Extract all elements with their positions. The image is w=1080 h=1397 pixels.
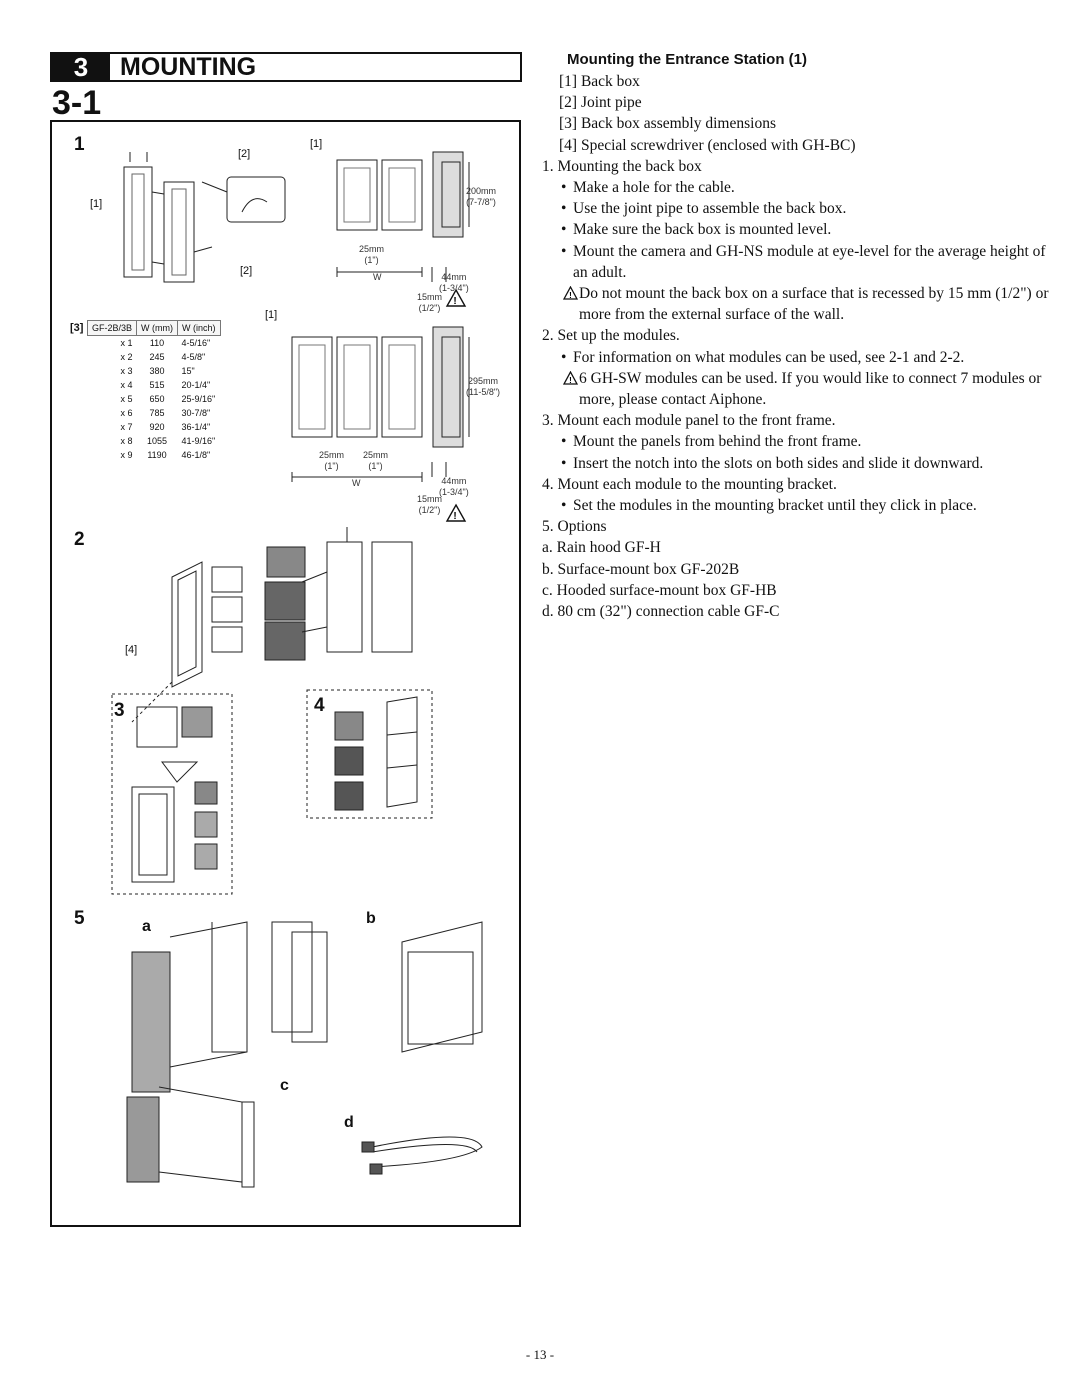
back-box-front-view-2 — [336, 151, 470, 282]
callout-joint-pipe: [2] — [238, 148, 251, 160]
bullet-item: •For information on what modules can be … — [561, 348, 965, 366]
panel-to-frame-illustration — [111, 693, 233, 895]
parts-item: [3] Back box assembly dimensions — [559, 115, 776, 133]
callout-back-box-front: [1] — [310, 138, 323, 150]
rain-hood-illustration — [131, 921, 328, 1093]
warning-note: !6 GH-SW modules can be used. If you wou… — [537, 368, 1057, 410]
step-heading: 4. Mount each module to the mounting bra… — [542, 475, 837, 493]
step-2-label: 2 — [74, 529, 85, 550]
dim-depth-44: 44mm(1-3/4") — [439, 272, 469, 293]
mounting-illustration: ! ! — [111, 151, 483, 1188]
column-header: GF-2B/3B — [86, 320, 138, 336]
dim-width-w-3: W — [352, 478, 361, 488]
dim-gap-25-a: 25mm(1") — [319, 450, 345, 471]
option-c-label: c — [280, 1077, 289, 1094]
warning-icon: ! — [562, 368, 579, 389]
svg-text:!: ! — [569, 376, 572, 385]
option-a-label: a — [142, 918, 151, 935]
bullet-item: •Make sure the back box is mounted level… — [561, 221, 832, 239]
option-item: d. 80 cm (32") connection cable GF-C — [542, 603, 780, 621]
dim-gap-25-b: 25mm(1") — [363, 450, 389, 471]
warning-icon: ! ! — [445, 288, 467, 522]
hooded-surface-mount-box-illustration — [126, 1086, 255, 1188]
instructions-heading: Mounting the Entrance Station (1) — [567, 51, 807, 68]
callout-back-box: [1] — [90, 198, 103, 210]
section-title: MOUNTING — [120, 52, 257, 81]
section-number: 3 — [52, 52, 110, 82]
option-item: c. Hooded surface-mount box GF-HB — [542, 581, 777, 599]
bullet-item: •Make a hole for the cable. — [561, 179, 735, 197]
option-item: b. Surface-mount box GF-202B — [542, 560, 740, 578]
instructions-column: Mounting the Entrance Station (1) [1] Ba… — [537, 50, 1057, 622]
step-heading: 1. Mounting the back box — [542, 157, 702, 175]
bullet-item: •Insert the notch into the slots on both… — [561, 454, 984, 472]
callout-screwdriver: [4] — [125, 644, 138, 656]
section-header: 3 MOUNTING — [50, 52, 522, 82]
module-to-bracket-illustration — [306, 689, 433, 819]
table-header-row: GF-2B/3B W (mm) W (inch) — [86, 320, 221, 336]
callout-joint-pipe-2: [2] — [240, 265, 253, 277]
dim-width-w: W — [373, 272, 382, 282]
figure-panel: ! ! 1 2 3 4 5 [2] [1] [2] [1] [1] [3] [4… — [50, 120, 521, 1227]
bullet-item: •Set the modules in the mounting bracket… — [561, 497, 977, 515]
parts-item: [1] Back box — [559, 73, 640, 90]
warning-icon: ! — [562, 283, 579, 304]
warning-note: !Do not mount the back box on a surface … — [537, 283, 1057, 325]
back-box-front-view-3 — [291, 326, 470, 482]
svg-text:!: ! — [453, 296, 456, 307]
callout-dimensions: [3] — [70, 322, 84, 334]
option-d-label: d — [344, 1114, 354, 1131]
parts-item: [2] Joint pipe — [559, 94, 642, 112]
step-1-label: 1 — [74, 134, 85, 155]
dim-recess-15-3: 15mm(1/2") — [417, 494, 443, 515]
dim-height-200: 200mm(7-7/8") — [466, 186, 497, 207]
column-header: W (mm) — [136, 320, 178, 336]
step-4-label: 4 — [314, 695, 325, 716]
column-header: W (inch) — [177, 320, 221, 336]
bullet-item: •Mount the camera and GH-NS module at ey… — [561, 242, 1046, 281]
option-b-label: b — [366, 910, 376, 927]
back-box-illustration — [123, 152, 286, 283]
dim-height-295: 295mm(11-5/8") — [466, 376, 501, 397]
parts-item: [4] Special screwdriver (enclosed with G… — [559, 136, 856, 154]
dim-depth-44-3: 44mm(1-3/4") — [439, 476, 469, 497]
surface-mount-box-illustration — [401, 921, 483, 1053]
step-heading: 2. Set up the modules. — [542, 327, 680, 345]
svg-text:!: ! — [569, 291, 572, 300]
dim-recess-15: 15mm(1/2") — [417, 292, 443, 313]
step-heading: 3. Mount each module panel to the front … — [542, 412, 836, 430]
bullet-item: •Use the joint pipe to assemble the back… — [561, 200, 847, 218]
step-3-label: 3 — [114, 700, 125, 721]
option-item: a. Rain hood GF-H — [542, 539, 661, 557]
module-assembly-illustration — [131, 527, 413, 723]
step-5-label: 5 — [74, 908, 85, 929]
step-heading: 5. Options — [542, 518, 607, 536]
bullet-item: •Mount the panels from behind the front … — [561, 433, 862, 451]
dim-gap-25: 25mm(1") — [359, 244, 385, 265]
svg-text:!: ! — [453, 511, 456, 522]
page-number: - 13 - — [525, 1347, 555, 1362]
subsection-number: 3-1 — [52, 84, 102, 122]
callout-back-box-front-3: [1] — [265, 309, 278, 321]
connection-cable-illustration — [361, 1136, 483, 1175]
